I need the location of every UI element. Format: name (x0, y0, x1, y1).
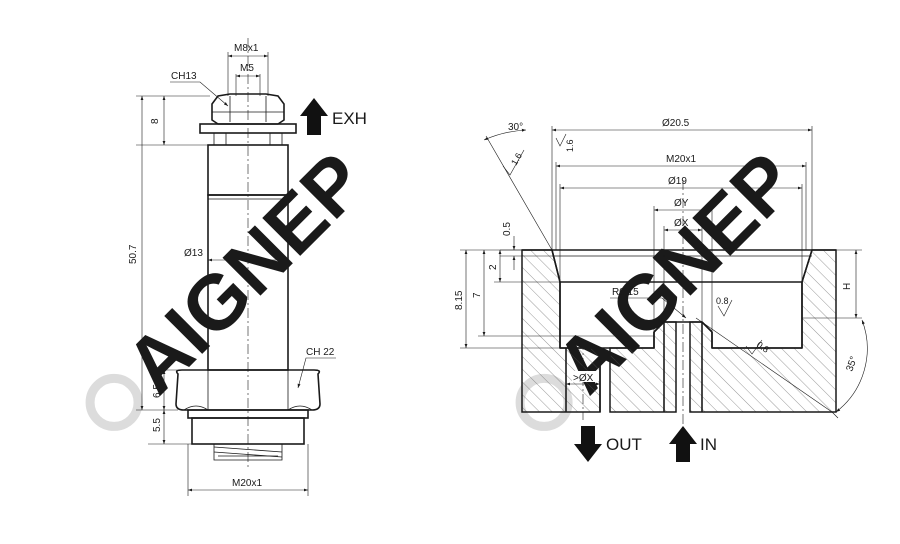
label-d19: Ø19 (668, 176, 687, 187)
roughness-symbol-c: 0.8 (716, 296, 733, 317)
dim-inner-thread: M5 (235, 63, 261, 96)
label-gt-dx: >ØX (573, 373, 594, 384)
label-5-5: 5.5 (152, 418, 163, 432)
label-8: 8 (150, 118, 161, 124)
hex-body (175, 369, 321, 461)
watermark-text: AIGNEP (108, 136, 382, 410)
dim-thread-length: 5.5 (148, 410, 192, 445)
right-view: Ø20.5 M20x1 Ø19 ØY ØX (454, 118, 868, 462)
label-dx: ØX (674, 218, 689, 229)
label-in: IN (700, 435, 717, 454)
exh-arrow: EXH (300, 98, 367, 135)
leader-ch13: CH13 (170, 71, 229, 107)
dim-diameter-y: ØY (653, 198, 713, 332)
label-dy: ØY (674, 198, 689, 209)
cavity-outline (522, 249, 836, 412)
label-m5: M5 (240, 63, 254, 74)
top-nut (199, 93, 297, 146)
dim-depth-7: 7 (472, 250, 654, 337)
label-7: 7 (472, 292, 483, 298)
out-arrow: OUT (574, 426, 642, 462)
label-d13: Ø13 (184, 248, 203, 259)
leader-ch22: CH 22 (297, 347, 336, 389)
label-exh: EXH (332, 109, 367, 128)
dim-body-diameter: Ø13 (184, 248, 288, 262)
label-roughness-08a: 0.8 (716, 296, 729, 306)
roughness-symbol-b: 1.6 (555, 133, 575, 152)
label-roughness-16b: 1.6 (565, 139, 575, 152)
dim-thread: M20x1 (555, 154, 807, 250)
label-8-15: 8.15 (454, 290, 465, 310)
dim-angle-35: 35° (835, 319, 868, 413)
dim-total-length: 50.7 (128, 96, 178, 411)
left-view: M8x1 M5 CH13 8 50.7 Ø13 (128, 38, 367, 496)
label-ch13: CH13 (171, 71, 197, 82)
watermark-left: AIGNEP (85, 136, 382, 431)
label-2: 2 (488, 264, 499, 270)
dim-height-h: H (802, 249, 862, 319)
in-arrow: IN (669, 426, 717, 462)
label-out: OUT (606, 435, 642, 454)
label-d20-5: Ø20.5 (662, 118, 690, 129)
label-m20x1-right: M20x1 (666, 154, 696, 165)
dim-chamfer-angle: 30° (483, 122, 553, 251)
dim-outer-diameter: Ø20.5 (551, 118, 813, 250)
dim-depth-815: 8.15 (454, 249, 560, 349)
dim-nut-height: 8 (136, 95, 210, 146)
label-r015: R0.15 (612, 287, 639, 298)
dim-nut-thread: M8x1 (227, 43, 269, 96)
label-50-7: 50.7 (128, 244, 139, 264)
label-6-5: 6.5 (152, 384, 163, 398)
label-0-5: 0.5 (502, 222, 513, 236)
dim-diameter-x: ØX (663, 218, 703, 322)
label-ch22: CH 22 (306, 347, 335, 358)
dim-min-x: >ØX (566, 371, 600, 386)
leader-radius: R0.15 (610, 287, 687, 319)
dim-bottom-thread: M20x1 (187, 444, 309, 496)
label-h: H (842, 283, 853, 290)
dim-depth-2: 2 (488, 250, 560, 283)
label-m20x1: M20x1 (232, 478, 262, 489)
label-35deg: 35° (844, 355, 860, 373)
label-30deg: 30° (508, 122, 523, 133)
dim-hex-height: 6.5 (148, 369, 178, 410)
dim-diameter-19: Ø19 (559, 176, 803, 282)
label-m8x1: M8x1 (234, 43, 259, 54)
